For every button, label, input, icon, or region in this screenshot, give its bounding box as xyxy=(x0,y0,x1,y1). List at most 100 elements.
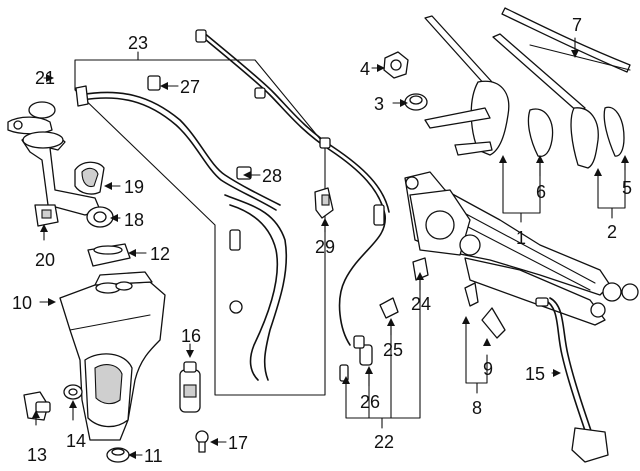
callout-4: 4 xyxy=(360,59,370,79)
callout-19: 19 xyxy=(124,177,144,197)
connector-29 xyxy=(314,187,334,219)
callout-5: 5 xyxy=(622,178,632,198)
arrow-25 xyxy=(387,318,395,326)
cap-11 xyxy=(106,447,130,463)
arrow-9 xyxy=(483,338,491,346)
hose-clip xyxy=(319,137,331,149)
arrow-13 xyxy=(32,410,40,418)
hose-connector xyxy=(229,229,241,251)
wiper-linkage xyxy=(404,171,639,326)
filler-neck xyxy=(21,131,101,216)
arrow-14 xyxy=(69,400,77,408)
callout-28: 28 xyxy=(262,166,282,186)
callout-26: 26 xyxy=(360,392,380,412)
callout-21: 21 xyxy=(35,68,55,88)
leader-lines xyxy=(137,37,626,429)
hose-grommet xyxy=(229,300,243,314)
wiper-blade xyxy=(501,7,631,73)
arrow-11 xyxy=(128,451,136,459)
reservoir-10 xyxy=(59,271,166,441)
callout-24: 24 xyxy=(411,294,431,314)
hose-group-outline xyxy=(74,59,326,396)
callout-17: 17 xyxy=(228,433,248,453)
arrow-12 xyxy=(128,249,136,257)
arrow-17 xyxy=(210,438,218,446)
filler-cap-21 xyxy=(7,101,56,135)
connector-26 xyxy=(353,335,373,366)
hose-clip xyxy=(254,87,266,99)
arrow-29 xyxy=(321,218,329,226)
callout-23: 23 xyxy=(128,33,148,53)
arrow-15 xyxy=(553,369,561,377)
arrow-20 xyxy=(40,224,48,232)
callout-7: 7 xyxy=(572,15,582,35)
callout-1: 1 xyxy=(516,228,526,248)
callout-labels: 1 2 3 4 5 6 7 8 9 10 11 12 13 14 15 16 1… xyxy=(12,15,632,466)
connector-24 xyxy=(412,257,429,281)
grommet-14 xyxy=(63,384,83,400)
hose-end xyxy=(75,85,89,107)
callout-18: 18 xyxy=(124,210,144,230)
arrowheads xyxy=(32,50,629,459)
hose-connector xyxy=(373,204,385,226)
arrow-26 xyxy=(365,366,373,374)
callout-25: 25 xyxy=(383,340,403,360)
arrow-22a xyxy=(342,376,350,384)
callout-8: 8 xyxy=(472,398,482,418)
pump-hose-15 xyxy=(535,297,609,463)
arrow-24 xyxy=(416,272,424,280)
arrow-7 xyxy=(571,50,579,58)
callout-13: 13 xyxy=(27,445,47,465)
arrow-21 xyxy=(46,74,54,82)
callout-29: 29 xyxy=(315,237,335,257)
leader-stubs xyxy=(35,67,554,456)
bracket-9 xyxy=(481,307,506,339)
grommet-18 xyxy=(86,206,114,228)
callout-9: 9 xyxy=(483,359,493,379)
callout-27: 27 xyxy=(180,77,200,97)
cap-12 xyxy=(87,243,131,267)
hose-clip xyxy=(195,29,207,43)
arrow-6 xyxy=(536,155,544,163)
screw-17 xyxy=(195,430,209,453)
hose-22 xyxy=(195,29,390,382)
motor-mount-8 xyxy=(464,282,479,307)
clip-20 xyxy=(34,204,59,227)
hose-clip xyxy=(147,75,161,91)
callout-22: 22 xyxy=(374,432,394,452)
callout-2: 2 xyxy=(607,222,617,242)
arrow-8a xyxy=(462,316,470,324)
callout-14: 14 xyxy=(66,431,86,451)
sensor-13 xyxy=(23,391,51,421)
arrow-4 xyxy=(377,64,385,72)
callout-15: 15 xyxy=(525,364,545,384)
arrow-10 xyxy=(48,298,56,306)
callout-16: 16 xyxy=(181,326,201,346)
callout-10: 10 xyxy=(12,293,32,313)
arrow-1a xyxy=(499,155,507,163)
nut-3 xyxy=(404,93,428,111)
arrow-27 xyxy=(160,82,168,90)
arrow-28 xyxy=(243,171,251,179)
callout-11: 11 xyxy=(144,446,163,466)
arrow-18 xyxy=(110,214,118,222)
callout-6: 6 xyxy=(536,182,546,202)
arrow-2a xyxy=(594,168,602,176)
callout-3: 3 xyxy=(374,94,384,114)
pump-16 xyxy=(179,361,201,413)
arrow-3 xyxy=(400,99,408,107)
arrow-5 xyxy=(621,155,629,163)
arrow-16 xyxy=(186,350,194,358)
arrow-19 xyxy=(104,182,112,190)
arm-cover-6 xyxy=(527,108,554,158)
wiper-arm-right xyxy=(492,33,599,169)
seal-19 xyxy=(74,161,105,195)
arm-cover-5 xyxy=(603,106,625,157)
callout-12: 12 xyxy=(150,244,170,264)
callout-20: 20 xyxy=(35,250,55,270)
connector-25 xyxy=(379,297,399,319)
nut-4 xyxy=(383,51,409,79)
wiper-arm-left xyxy=(424,15,510,156)
